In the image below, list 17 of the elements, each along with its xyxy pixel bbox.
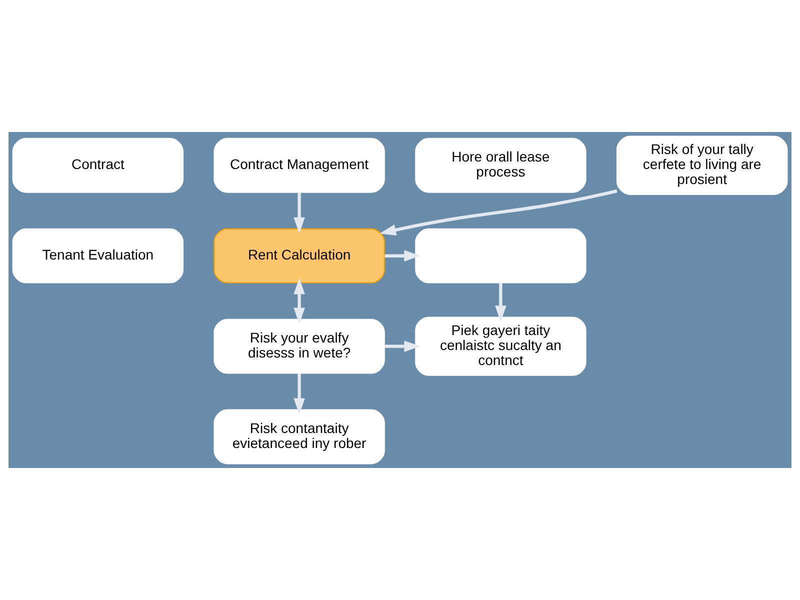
node-box: Tenant Evaluation [12,228,184,284]
node-box: Risk contantaity evietanceed iny rober [214,409,385,464]
node-box: Piek gayeri taity cenlaistc sucalty an contnct [415,316,586,376]
arrow [380,189,618,236]
node-box: Contract [12,138,184,193]
node-box: Hore orall lease process [415,138,586,193]
node-box: Risk your evalfy disesss in wete? [214,318,385,374]
node-box: Rent Calculation [214,228,385,284]
node-box [415,228,586,284]
node-box: Contract Management [214,138,385,193]
arrow [294,373,305,414]
arrow [495,282,506,322]
arrow [384,340,420,352]
arrow [294,278,305,324]
arrow [384,250,420,262]
arrow [294,192,305,234]
node-box: Risk of your tally cerfete to living are prosient [616,136,788,195]
